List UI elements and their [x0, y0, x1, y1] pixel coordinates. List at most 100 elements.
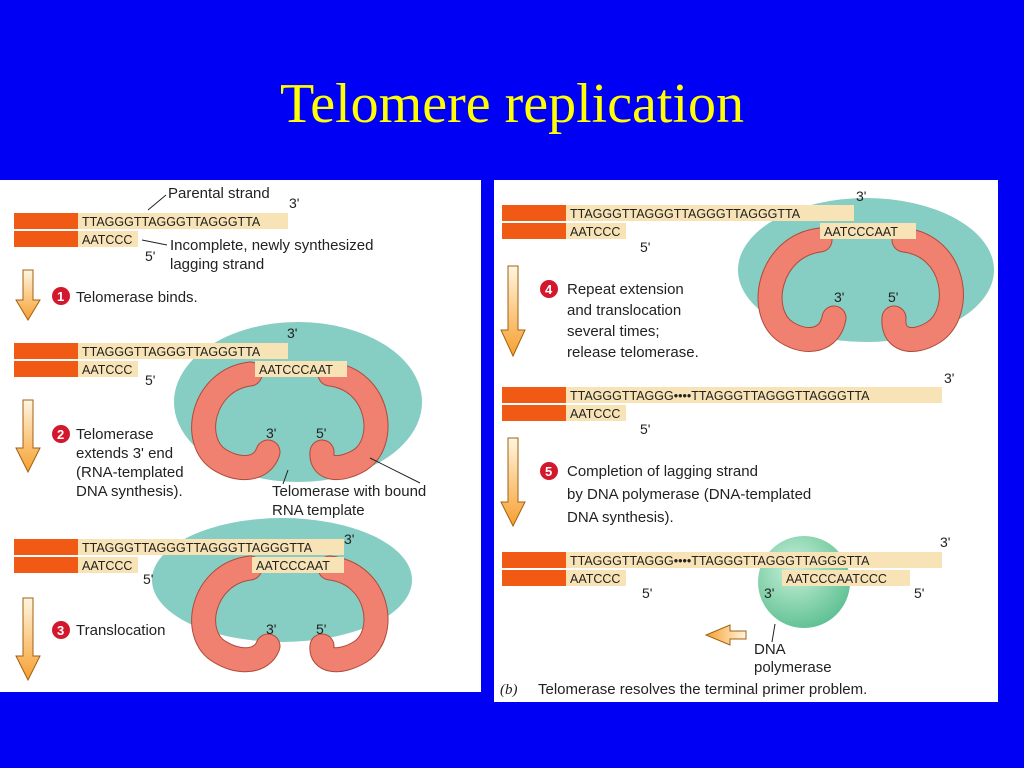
parental-strand-label: Parental strand	[168, 185, 270, 202]
left-panel: TTAGGGTTAGGGTTAGGGTTA AATCCC 3' 5' Paren…	[0, 180, 481, 692]
step-text: Telomerase binds.	[76, 289, 198, 306]
down-arrow-icon	[500, 265, 526, 358]
step-text: by DNA polymerase (DNA-templated	[567, 486, 811, 503]
five-prime-label: 5'	[888, 289, 898, 305]
step-text: and translocation	[567, 302, 681, 319]
stage-repeated-extension: TTAGGGTTAGGGTTAGGGTTAGGGTTA AATCCC AATCC…	[502, 188, 994, 352]
parental-sequence: TTAGGGTTAGGG••••TTAGGGTTAGGGTTAGGGTTA	[570, 389, 870, 403]
three-prime-label: 3'	[940, 534, 950, 550]
dna-bar-bottom	[14, 361, 78, 377]
step-text: (RNA-templated	[76, 464, 184, 481]
step-number: 2	[57, 427, 64, 442]
stage-telomerase-bound: TTAGGGTTAGGGTTAGGGTTA AATCCC AATCCCAAT 3…	[14, 322, 426, 519]
dna-bar-top	[14, 539, 78, 555]
step-3: 3 Translocation	[15, 597, 166, 682]
pointer-line	[369, 457, 421, 484]
five-prime-label: 5'	[316, 425, 326, 441]
five-prime-label: 5'	[640, 239, 650, 255]
rna-loop-right	[310, 556, 388, 672]
caption-text: Telomerase resolves the terminal primer …	[538, 681, 867, 698]
five-prime-label: 5'	[145, 372, 155, 388]
step-5: 5 Completion of lagging strand by DNA po…	[500, 437, 811, 528]
step-text: Translocation	[76, 622, 166, 639]
step-4: 4 Repeat extension and translocation sev…	[500, 265, 699, 361]
rna-template-box	[252, 557, 344, 573]
rna-loop-left	[758, 228, 846, 351]
rna-template-sequence: AATCCCAAT	[824, 225, 898, 239]
lagging-sequence: AATCCC	[570, 225, 620, 239]
parental-sequence: TTAGGGTTAGGG••••TTAGGGTTAGGGTTAGGGTTA	[570, 554, 870, 568]
three-prime-label: 3'	[287, 325, 297, 341]
completed-lagging-sequence: AATCCCAATCCC	[786, 572, 887, 586]
step-text: release telomerase.	[567, 344, 699, 361]
five-prime-label: 5'	[642, 585, 652, 601]
stage-initial: TTAGGGTTAGGGTTAGGGTTA AATCCC 3' 5' Paren…	[14, 185, 373, 273]
rna-loop-right	[882, 228, 963, 351]
dna-bar-bottom	[14, 557, 78, 573]
dna-bar-top	[502, 552, 566, 568]
step-1: 1 Telomerase binds.	[15, 269, 198, 321]
stage-extended: TTAGGGTTAGGGTTAGGGTTAGGGTTA AATCCC AATCC…	[14, 518, 412, 673]
telomerase-label: Telomerase with bound	[272, 483, 426, 500]
rna-template-sequence: AATCCCAAT	[259, 363, 333, 377]
completed-strand-box	[782, 570, 910, 586]
down-arrow-icon	[15, 597, 41, 682]
pointer-line	[282, 469, 289, 485]
pointer-line	[771, 623, 776, 643]
pointer-line	[147, 194, 167, 211]
step-text: DNA synthesis).	[567, 509, 674, 526]
sequence-box	[566, 405, 626, 421]
rna-loop-left	[192, 556, 280, 672]
three-prime-label: 3'	[856, 188, 866, 204]
three-prime-label: 3'	[344, 531, 354, 547]
five-prime-label: 5'	[145, 248, 155, 264]
right-panel: TTAGGGTTAGGGTTAGGGTTAGGGTTA AATCCC AATCC…	[494, 180, 998, 702]
step-number: 1	[57, 289, 64, 304]
five-prime-label: 5'	[143, 571, 153, 587]
rna-loop-left	[192, 362, 280, 480]
incomplete-strand-label: Incomplete, newly synthesized	[170, 237, 373, 254]
step-text: extends 3' end	[76, 445, 173, 462]
down-arrow-icon	[15, 269, 41, 321]
stage-completed: TTAGGGTTAGGG••••TTAGGGTTAGGGTTAGGGTTA AA…	[502, 534, 950, 676]
sequence-box	[78, 343, 288, 359]
five-prime-label: 5'	[316, 621, 326, 637]
dna-polymerase-label: polymerase	[754, 659, 832, 676]
down-arrow-icon	[15, 399, 41, 474]
step-badge	[540, 280, 558, 298]
panel-letter: (b)	[500, 682, 518, 698]
parental-sequence: TTAGGGTTAGGGTTAGGGTTAGGGTTA	[570, 207, 801, 221]
dna-bar-bottom	[14, 231, 78, 247]
lagging-sequence: AATCCC	[570, 572, 620, 586]
dna-polymerase-label: DNA	[754, 641, 786, 658]
dna-bar-bottom	[502, 570, 566, 586]
step-number: 5	[545, 464, 552, 479]
rna-template-box	[820, 223, 916, 239]
sequence-box	[566, 205, 854, 221]
three-prime-label: 3'	[834, 289, 844, 305]
sequence-box	[566, 552, 942, 568]
step-badge	[52, 425, 70, 443]
lagging-sequence: AATCCC	[82, 559, 132, 573]
dna-bar-bottom	[502, 223, 566, 239]
sequence-box	[78, 361, 138, 377]
lagging-sequence: AATCCC	[82, 233, 132, 247]
step-text: Repeat extension	[567, 281, 684, 298]
step-number: 4	[545, 282, 553, 297]
dna-bar-top	[14, 213, 78, 229]
rna-template-sequence: AATCCCAAT	[256, 559, 330, 573]
step-badge	[52, 621, 70, 639]
figure-caption: (b) Telomerase resolves the terminal pri…	[500, 681, 867, 698]
parental-sequence: TTAGGGTTAGGGTTAGGGTTA	[82, 215, 261, 229]
step-text: several times;	[567, 323, 660, 340]
down-arrow-icon	[500, 437, 526, 528]
dna-bar-top	[14, 343, 78, 359]
sequence-box	[566, 223, 626, 239]
dna-bar-top	[502, 387, 566, 403]
left-arrow-icon	[704, 624, 747, 646]
step-text: Completion of lagging strand	[567, 463, 758, 480]
step-number: 3	[57, 623, 64, 638]
sequence-box	[78, 557, 138, 573]
dna-bar-top	[502, 205, 566, 221]
step-badge	[52, 287, 70, 305]
